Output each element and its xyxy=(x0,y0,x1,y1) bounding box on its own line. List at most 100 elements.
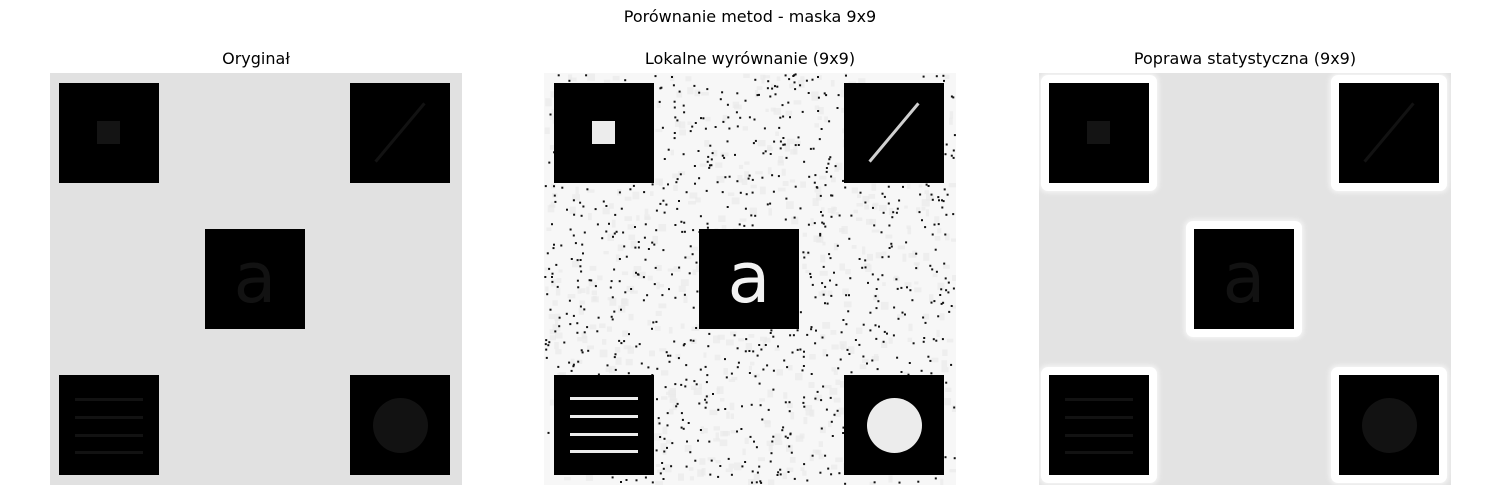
noise-texture xyxy=(781,168,786,176)
hidden-stripe xyxy=(75,451,143,454)
noise-speck xyxy=(658,422,661,425)
noise-texture xyxy=(575,186,579,195)
noise-texture xyxy=(554,342,559,350)
revealed-circle xyxy=(867,398,922,453)
noise-speck xyxy=(847,310,850,313)
noise-texture xyxy=(713,426,720,431)
noise-texture xyxy=(713,438,720,442)
noise-texture xyxy=(655,464,661,467)
noise-texture xyxy=(748,334,755,338)
noise-speck xyxy=(864,259,867,262)
noise-speck xyxy=(767,408,770,411)
noise-texture xyxy=(873,294,879,301)
noise-texture xyxy=(690,385,697,390)
noise-texture xyxy=(802,470,807,476)
noise-texture xyxy=(627,224,635,230)
noise-speck xyxy=(937,315,940,318)
noise-speck xyxy=(940,288,943,291)
noise-speck xyxy=(849,277,852,280)
noise-texture xyxy=(787,138,795,145)
noise-speck xyxy=(548,161,551,164)
noise-texture xyxy=(923,252,930,261)
noise-speck xyxy=(689,245,692,248)
noise-speck xyxy=(623,245,626,248)
noise-texture xyxy=(582,335,588,344)
noise-speck xyxy=(587,349,590,352)
noise-texture xyxy=(661,370,669,376)
noise-speck xyxy=(662,199,665,202)
noise-speck xyxy=(676,207,679,210)
noise-speck xyxy=(691,253,694,256)
noise-texture xyxy=(827,208,834,214)
noise-texture xyxy=(692,269,697,276)
noise-speck xyxy=(892,211,895,214)
noise-speck xyxy=(776,474,779,476)
noise-speck xyxy=(820,399,823,402)
noise-speck xyxy=(793,81,796,84)
noise-texture xyxy=(705,394,710,399)
noise-speck xyxy=(814,296,817,299)
noise-texture xyxy=(549,329,557,335)
noise-speck xyxy=(833,271,835,274)
noise-texture xyxy=(636,215,640,221)
noise-speck xyxy=(586,188,589,191)
noise-speck xyxy=(793,216,796,219)
noise-texture xyxy=(630,240,637,249)
noise-texture xyxy=(749,207,757,215)
noise-speck xyxy=(700,117,702,120)
noise-speck xyxy=(711,152,714,155)
noise-texture xyxy=(589,324,597,330)
noise-speck xyxy=(940,302,943,305)
noise-texture xyxy=(931,357,939,363)
noise-speck xyxy=(674,383,677,386)
noise-speck xyxy=(705,381,708,384)
noise-texture xyxy=(602,339,607,345)
noise-texture xyxy=(951,405,956,412)
noise-texture xyxy=(669,398,678,403)
noise-speck xyxy=(739,191,742,194)
noise-speck xyxy=(694,122,697,124)
noise-texture xyxy=(725,468,733,473)
noise-texture xyxy=(704,140,710,147)
noise-speck xyxy=(877,278,880,281)
noise-texture xyxy=(921,199,930,207)
noise-speck xyxy=(825,408,828,411)
noise-speck xyxy=(813,181,816,184)
noise-texture xyxy=(638,271,646,279)
noise-speck xyxy=(950,95,953,98)
noise-speck xyxy=(555,263,558,266)
noise-speck xyxy=(734,153,736,156)
noise-speck xyxy=(830,175,833,178)
noise-texture xyxy=(869,218,876,225)
noise-speck xyxy=(566,208,568,211)
noise-texture xyxy=(676,91,683,98)
noise-speck xyxy=(761,176,764,179)
noise-speck xyxy=(944,456,947,459)
noise-speck xyxy=(762,152,765,155)
noise-texture xyxy=(695,324,699,331)
noise-speck xyxy=(848,353,851,355)
noise-speck xyxy=(822,385,825,388)
noise-speck xyxy=(952,287,955,290)
noise-speck xyxy=(613,356,616,359)
noise-texture xyxy=(666,391,670,395)
noise-texture xyxy=(551,279,556,287)
noise-speck xyxy=(887,202,890,205)
noise-speck xyxy=(854,339,857,341)
noise-speck xyxy=(689,339,692,342)
noise-speck xyxy=(848,294,850,297)
noise-speck xyxy=(904,313,906,316)
noise-speck xyxy=(753,118,756,121)
noise-speck xyxy=(624,79,627,82)
noise-texture xyxy=(615,357,622,365)
noise-speck xyxy=(888,247,891,249)
noise-speck xyxy=(752,142,755,145)
noise-speck xyxy=(933,300,936,303)
noise-speck xyxy=(937,196,940,199)
noise-speck xyxy=(683,111,686,114)
noise-speck xyxy=(565,312,568,315)
noise-speck xyxy=(579,265,582,268)
noise-speck xyxy=(705,401,708,404)
noise-speck xyxy=(801,110,804,113)
noise-texture xyxy=(800,467,805,471)
